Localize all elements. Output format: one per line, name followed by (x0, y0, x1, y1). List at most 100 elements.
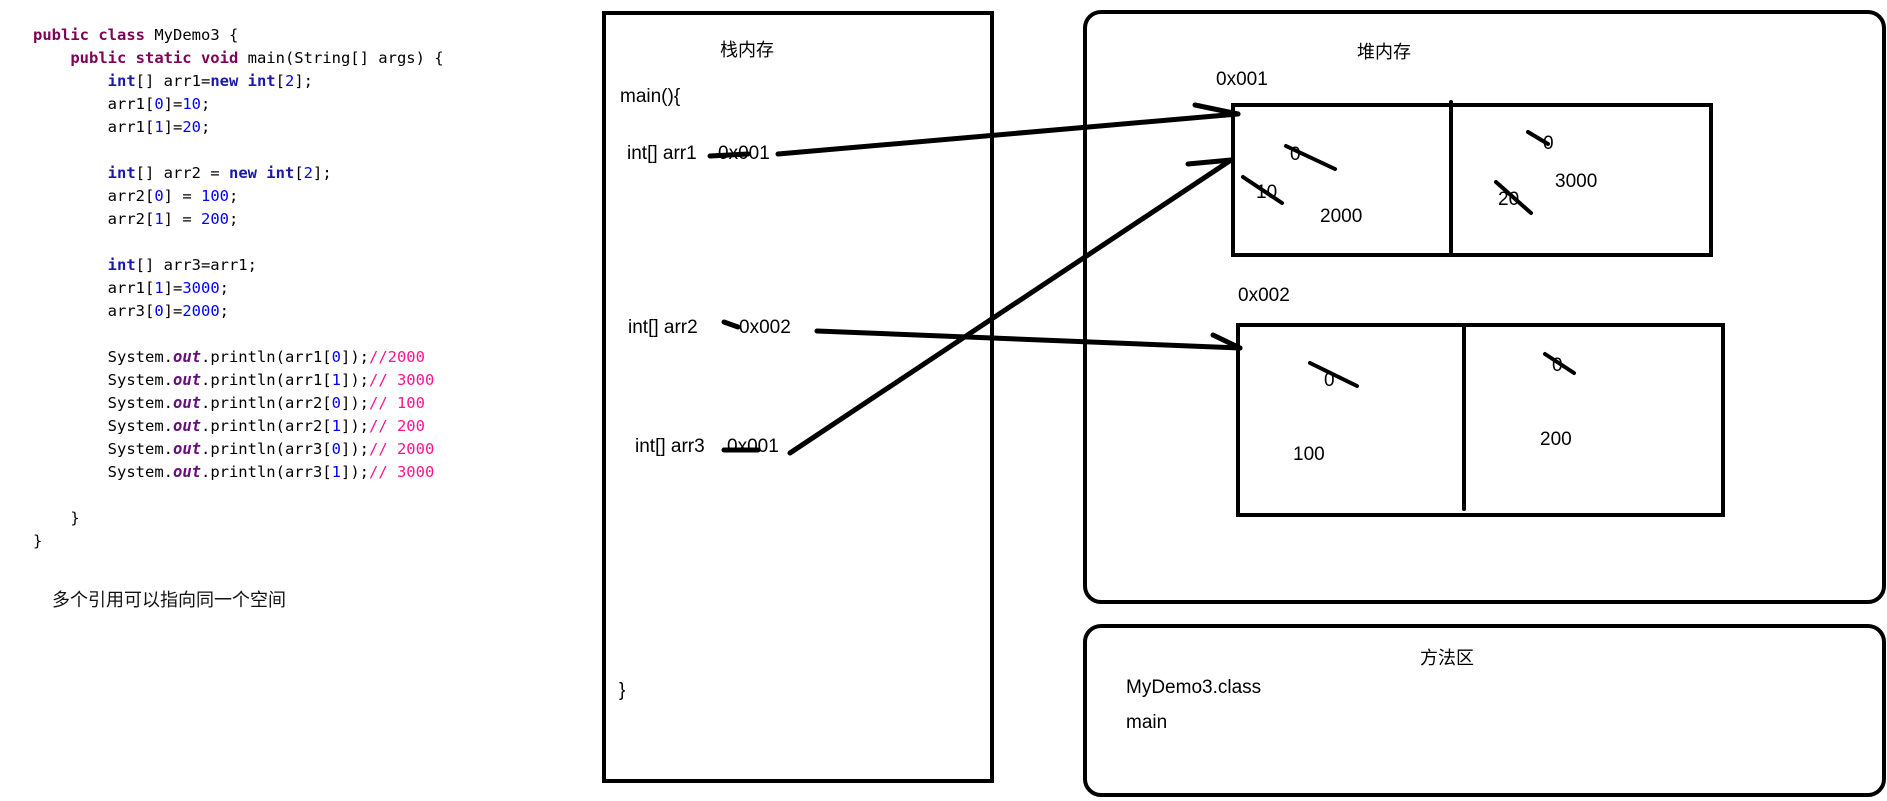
code-token: ]); (340, 463, 369, 481)
code-token: // 3000 (368, 371, 435, 389)
heap-array2-cell0-old0: 0 (1324, 370, 1335, 391)
code-token: ] = (163, 210, 201, 228)
code-token: new int (228, 164, 295, 182)
code-token: ]= (163, 302, 183, 320)
code-line: System.out.println(arr2[1]);// 200 (33, 415, 444, 438)
code-token: int (33, 72, 136, 90)
code-token: 1 (154, 118, 164, 136)
code-token: out (172, 440, 201, 458)
code-token: //2000 (368, 348, 425, 366)
code-line (33, 231, 444, 254)
code-token: ]); (340, 371, 369, 389)
code-line (33, 323, 444, 346)
code-token: .println(arr3[ (200, 440, 332, 458)
code-token: System. (33, 463, 173, 481)
code-token: new int (210, 72, 276, 90)
code-token: // 200 (368, 417, 425, 435)
code-token: 0 (331, 440, 341, 458)
code-line: System.out.println(arr1[1]);// 3000 (33, 369, 444, 392)
code-token: 20 (182, 118, 202, 136)
code-line: System.out.println(arr1[0]);//2000 (33, 346, 444, 369)
code-token: 2 (303, 164, 313, 182)
stack-main-open: main(){ (620, 86, 681, 107)
code-token: System. (33, 417, 173, 435)
code-token: } (33, 509, 80, 527)
code-token: [] arr2 = (135, 164, 229, 182)
stack-var-arr2-addr: 0x002 (739, 317, 791, 338)
code-line: public class MyDemo3 { (33, 24, 444, 47)
code-token: [] arr1= (135, 72, 211, 90)
code-token: // 100 (368, 394, 425, 412)
code-token: 2000 (182, 302, 220, 320)
heap-title: 堆内存 (1357, 42, 1411, 62)
code-token: 0 (331, 394, 341, 412)
method-area-item-class: MyDemo3.class (1126, 677, 1262, 698)
code-token: 2 (284, 72, 295, 90)
code-token: System. (33, 394, 173, 412)
code-token: 1 (154, 210, 164, 228)
code-token: 3000 (182, 279, 220, 297)
code-line: arr1[1]=20; (33, 116, 444, 139)
code-token: } (33, 532, 43, 550)
heap-array2-cell0-value: 100 (1293, 444, 1325, 465)
method-area-title: 方法区 (1420, 648, 1474, 668)
stack-var-arr1-addr: 0x001 (718, 143, 770, 164)
code-token: .println(arr1[ (200, 371, 332, 389)
code-line: int[] arr2 = new int[2]; (33, 162, 444, 185)
heap-array1-cell0-value: 2000 (1320, 206, 1363, 227)
heap-array2-cell1-value: 200 (1540, 429, 1572, 450)
code-line: System.out.println(arr3[1]);// 3000 (33, 461, 444, 484)
code-token: .println(arr3[ (200, 463, 332, 481)
code-token: arr1[ (33, 279, 155, 297)
stack-var-arr3-addr: 0x001 (727, 436, 779, 457)
code-token: 0 (331, 348, 341, 366)
code-line: public static void main(String[] args) { (33, 47, 443, 70)
code-line: int[] arr3=arr1; (33, 254, 444, 277)
code-token: ; (201, 118, 211, 136)
code-line (33, 484, 444, 507)
code-token: public static void (33, 49, 248, 67)
code-token: ]= (163, 118, 183, 136)
code-line: arr3[0]=2000; (33, 300, 444, 323)
code-line: arr2[1] = 200; (33, 208, 444, 231)
code-token: [] arr3=arr1; (135, 256, 257, 274)
code-token: 10 (182, 95, 202, 113)
code-token: 1 (154, 279, 164, 297)
code-token: out (172, 463, 201, 481)
heap-array2-addr: 0x002 (1238, 285, 1290, 306)
stack-var-arr1-decl: int[] arr1 (627, 143, 697, 164)
method-area-box (1083, 624, 1886, 797)
code-token: [ (275, 72, 285, 90)
code-line: arr1[1]=3000; (33, 277, 444, 300)
code-token: public class (33, 26, 155, 44)
code-line: arr1[0]=10; (33, 93, 444, 116)
code-token: ]= (163, 95, 183, 113)
code-token: System. (33, 348, 173, 366)
stack-var-arr2-decl: int[] arr2 (628, 317, 698, 338)
stack-main-close: } (619, 680, 626, 701)
code-token: arr2[ (33, 210, 155, 228)
code-token: .println(arr2[ (200, 417, 332, 435)
code-token: arr3[ (33, 302, 155, 320)
code-token: 0 (154, 95, 164, 113)
code-token: ; (229, 187, 239, 205)
code-line: } (33, 530, 444, 553)
code-listing: public class MyDemo3 { public static voi… (33, 24, 444, 553)
heap-array1-cell1-old1: 20 (1498, 189, 1520, 210)
code-token: System. (33, 371, 173, 389)
code-token: 1 (331, 417, 341, 435)
heap-array2-cell1-old0: 0 (1552, 355, 1563, 376)
code-token: 200 (201, 210, 229, 228)
code-token: arr1[ (33, 95, 155, 113)
heap-array2-box (1236, 323, 1725, 517)
code-token: 0 (154, 187, 164, 205)
code-token: ]; (294, 72, 313, 90)
method-area-item-main: main (1126, 712, 1168, 733)
code-token: int (33, 164, 136, 182)
code-token: out (172, 417, 201, 435)
heap-array1-addr: 0x001 (1216, 69, 1268, 90)
code-token: arr2[ (33, 187, 155, 205)
code-token: 1 (331, 371, 341, 389)
code-token: 0 (154, 302, 164, 320)
code-token: 100 (201, 187, 229, 205)
